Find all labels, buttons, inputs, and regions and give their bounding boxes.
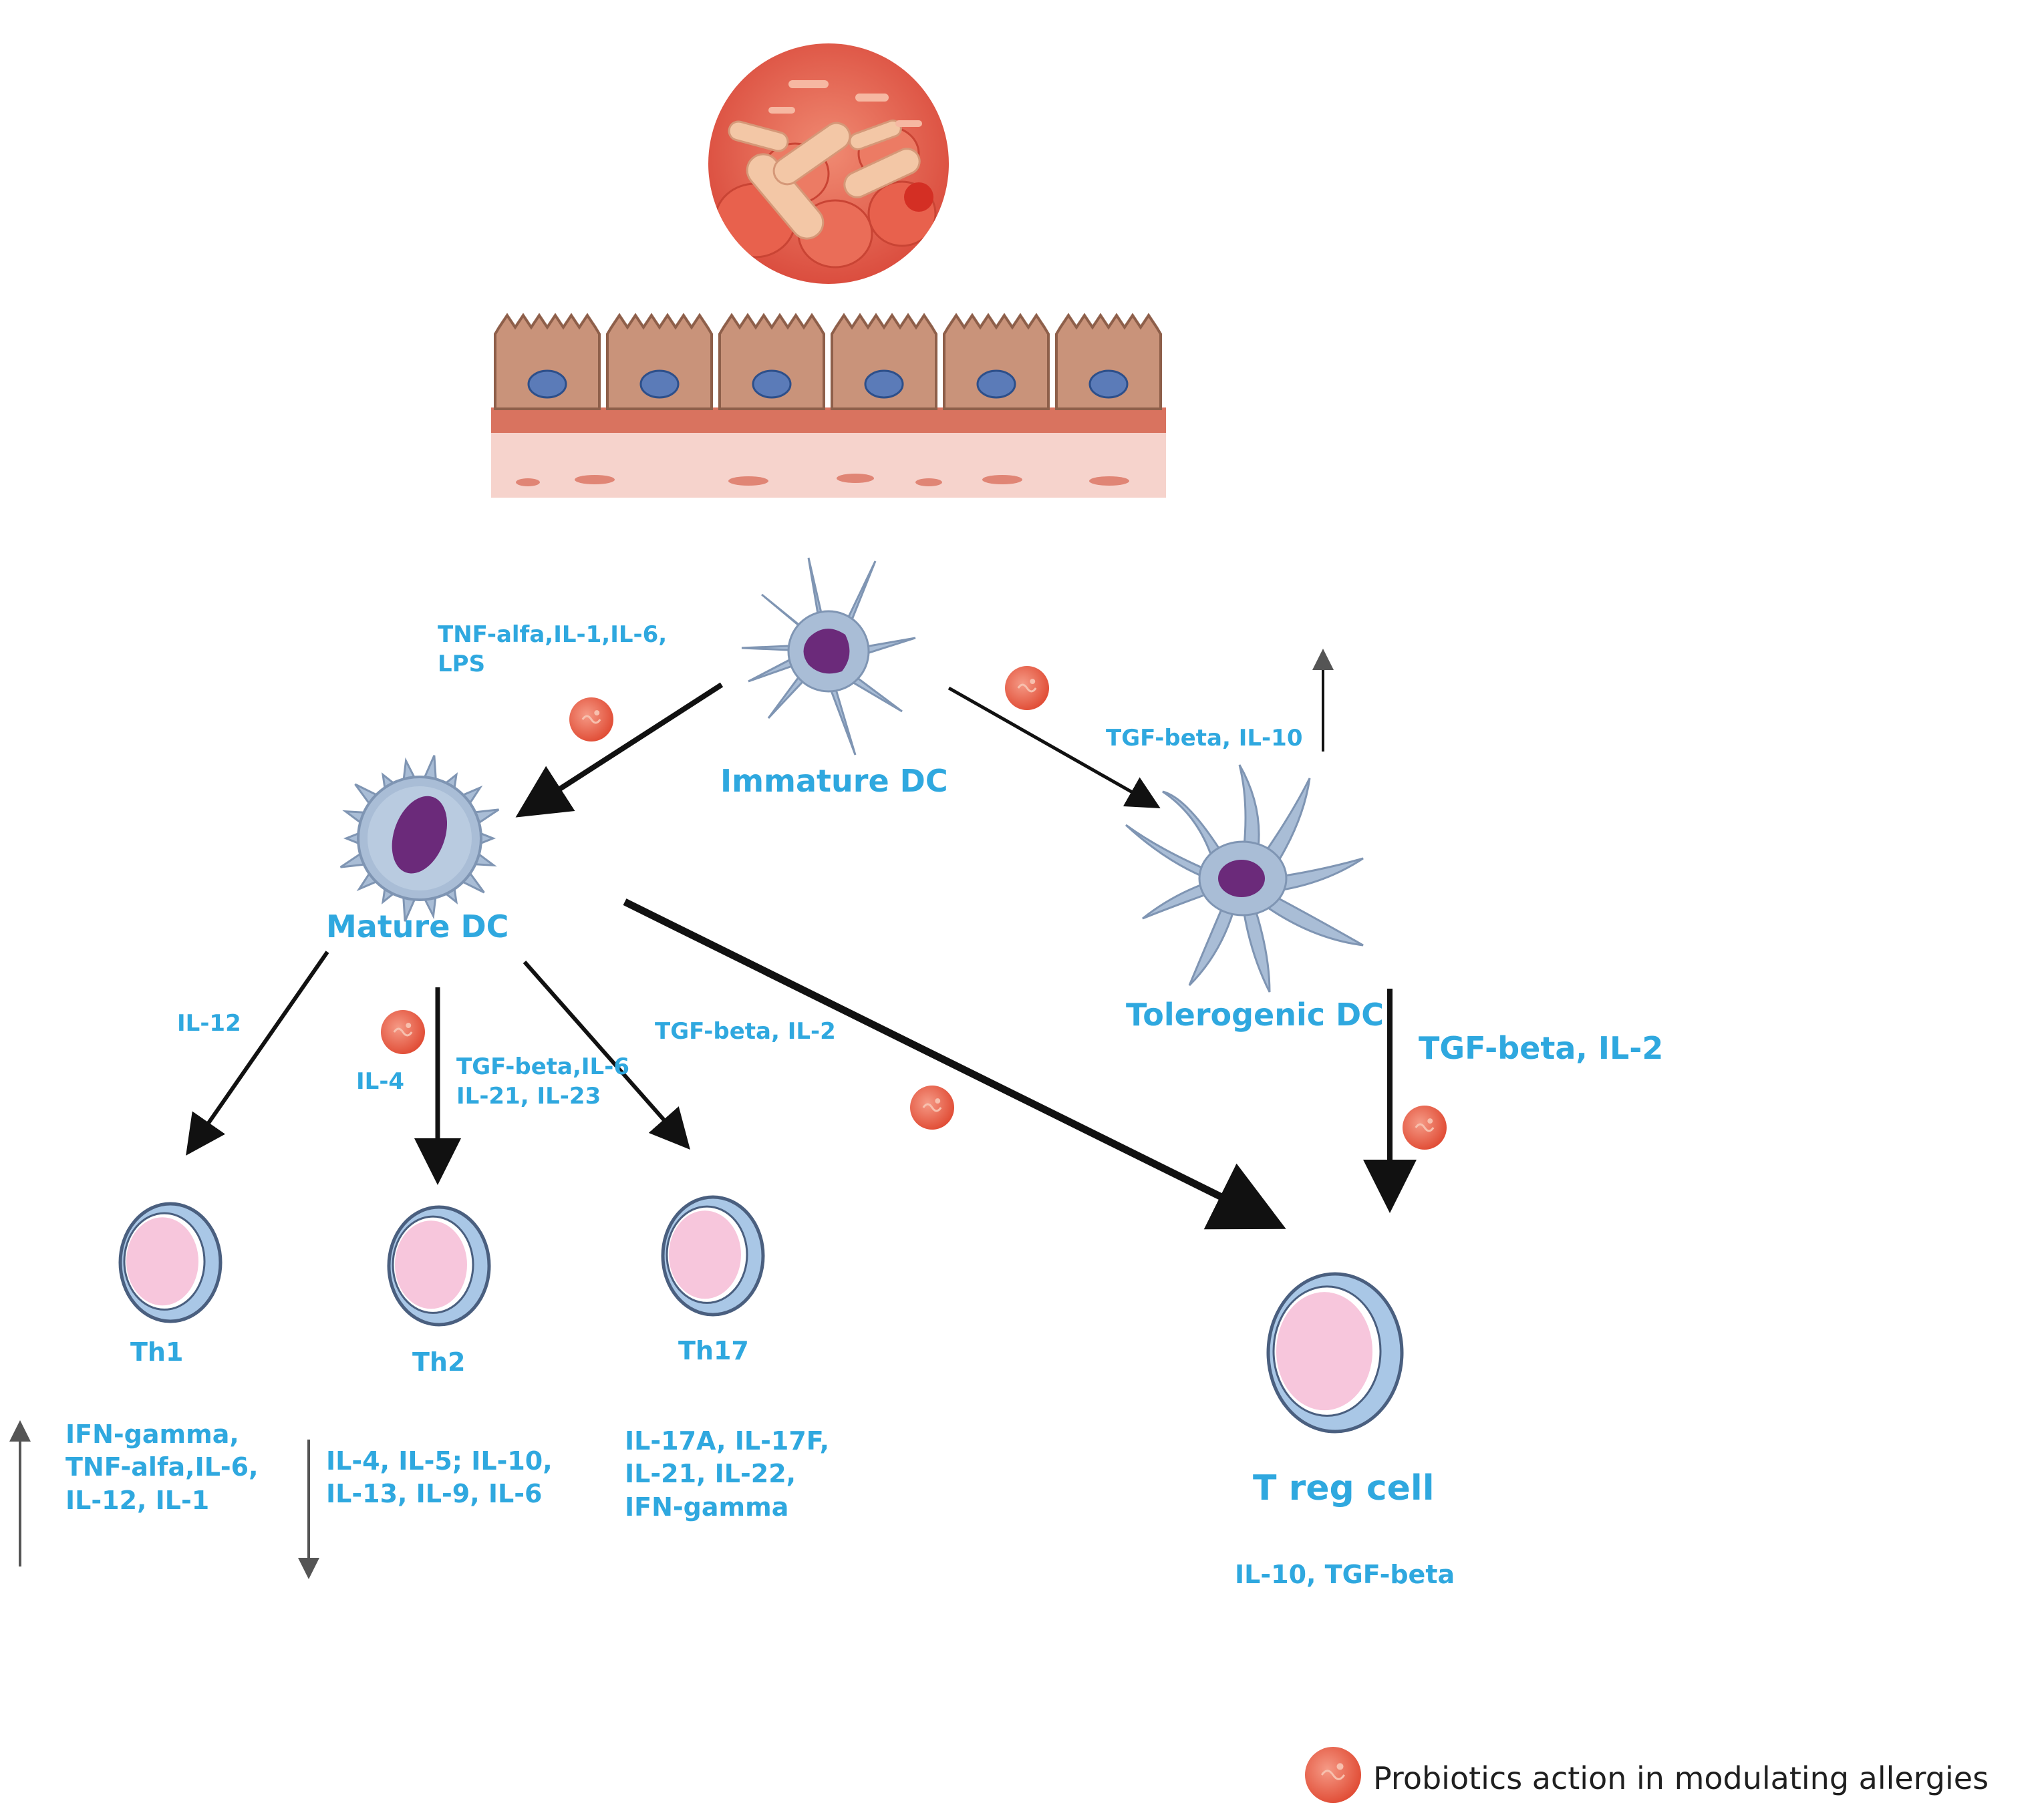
epithelial-cell (1055, 313, 1162, 410)
probiotic-marker-immature-tolerogenic (1005, 666, 1049, 710)
edge-label-immature-to-tolerogenic: TGF-beta, IL-10 (1106, 725, 1303, 752)
epithelial-cell (606, 313, 713, 410)
legend-label: Probiotics action in modulating allergie… (1373, 1760, 1989, 1796)
probiotic-markers (381, 666, 1447, 1803)
epithelial-cell (943, 313, 1050, 410)
treg-label: T reg cell (1253, 1468, 1435, 1508)
tolerogenic-dc-cell (1125, 764, 1364, 993)
edge-label-tolerogenic-to-treg: TGF-beta, IL-2 (1419, 1030, 1664, 1066)
th2-cytokines: IL-4, IL-5; IL-10, IL-13, IL-9, IL-6 (326, 1446, 553, 1509)
th2-label: Th2 (412, 1347, 466, 1377)
epithelial-cell (718, 313, 825, 410)
arrow-mature-to-th17 (523, 961, 690, 1150)
probiotic-marker-legend (1305, 1747, 1361, 1803)
treg-cell (1266, 1272, 1404, 1434)
arrows (9, 649, 1417, 1579)
immature-dc-cell (741, 557, 916, 756)
edge-label-mature-to-treg: TGF-beta, IL-2 (655, 1018, 836, 1045)
th17-label: Th17 (678, 1336, 749, 1365)
arrow-mature-to-treg (623, 898, 1286, 1230)
probiotic-marker-tolerogenic-treg (1403, 1106, 1447, 1150)
mature-dc-cell (339, 755, 500, 922)
arrow-immature-to-tolerogenic (947, 686, 1161, 808)
th17-cytokines: IL-17A, IL-17F, IL-21, IL-22, IFN-gamma (625, 1426, 830, 1522)
immature-dc-label: Immature DC (720, 763, 948, 799)
th1-cell (118, 1202, 223, 1323)
edge-label-mature-to-th1: IL-12 (177, 1010, 241, 1037)
edge-label-mature-to-th17: TGF-beta,IL-6 IL-21, IL-23 (456, 1053, 629, 1110)
epithelial-cell (831, 313, 937, 410)
probiotic-marker-mature-th2 (381, 1010, 425, 1054)
tolerogenic-dc-label: Tolerogenic DC (1126, 997, 1384, 1033)
th1-label: Th1 (130, 1337, 184, 1367)
edge-label-mature-to-th2: IL-4 (356, 1068, 405, 1095)
mature-dc-label: Mature DC (326, 908, 509, 945)
th17-cell (661, 1195, 765, 1317)
gut-lumen-illustration (708, 43, 949, 284)
epithelial-cell (494, 313, 601, 410)
probiotic-marker-mature-treg (910, 1086, 954, 1130)
intestinal-epithelium (491, 313, 1166, 498)
treg-cytokines: IL-10, TGF-beta (1235, 1560, 1455, 1589)
edge-label-immature-to-mature: TNF-alfa,IL-1,IL-6, LPS (438, 621, 668, 678)
probiotic-marker-immature-mature (569, 697, 613, 741)
th2-cell (387, 1205, 491, 1327)
t-cells (118, 1195, 1404, 1434)
arrow-immature-to-mature (515, 682, 724, 818)
th1-cytokines: IFN-gamma, TNF-alfa,IL-6, IL-12, IL-1 (65, 1420, 259, 1515)
arrow-mature-to-th1 (186, 951, 329, 1156)
